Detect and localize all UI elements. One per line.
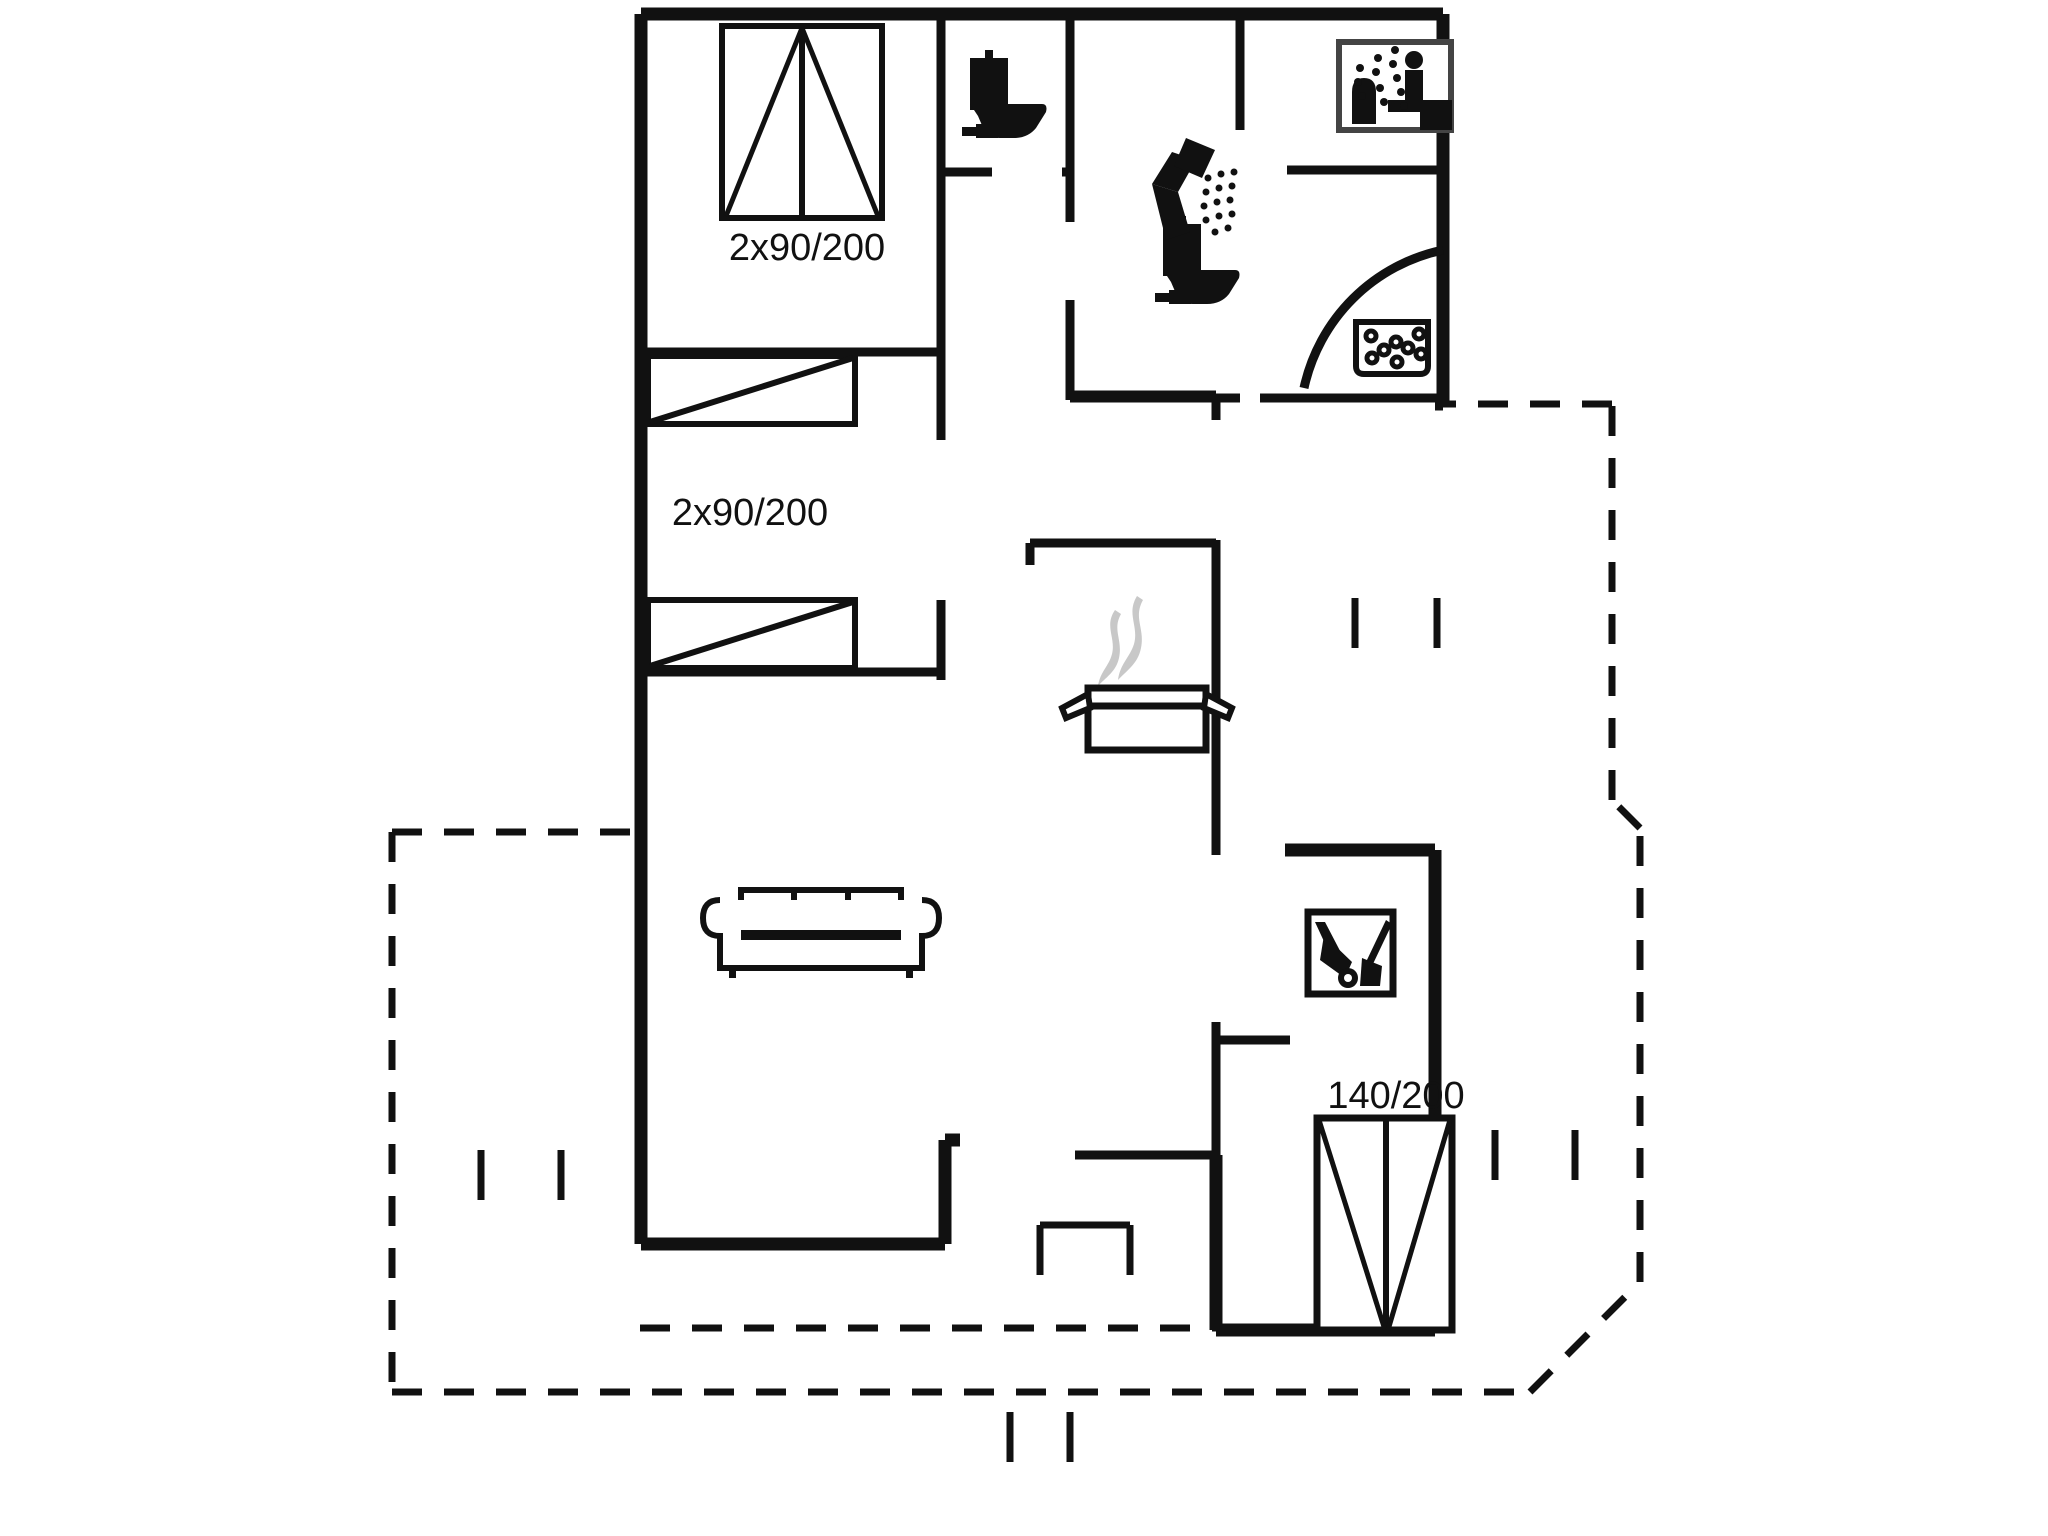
bunk-bed-icon: [645, 353, 858, 427]
sauna-icon: [1336, 39, 1454, 133]
thin-partitions: [941, 1150, 1134, 1275]
bed-label-top: 2x90/200: [729, 227, 885, 269]
sofa-icon: [699, 887, 943, 978]
whirlpool-icon: [1299, 245, 1444, 389]
toilet-icon: [962, 50, 1047, 138]
cooking-pot-icon: [1058, 596, 1236, 754]
shower-icon: [1152, 138, 1238, 240]
interior-walls: [641, 14, 1443, 1330]
utility-room-icon: [1304, 908, 1397, 998]
terrace-outline: [388, 400, 1644, 1396]
double-bed-icon: [1313, 1114, 1456, 1334]
bed-label-bottom: 140/200: [1327, 1075, 1464, 1117]
bed-twin-icon: [719, 23, 885, 221]
window-tick-marks: [477, 598, 1579, 1462]
bed-label-middle: 2x90/200: [672, 492, 828, 534]
bunk-bed-icon: [645, 597, 858, 671]
